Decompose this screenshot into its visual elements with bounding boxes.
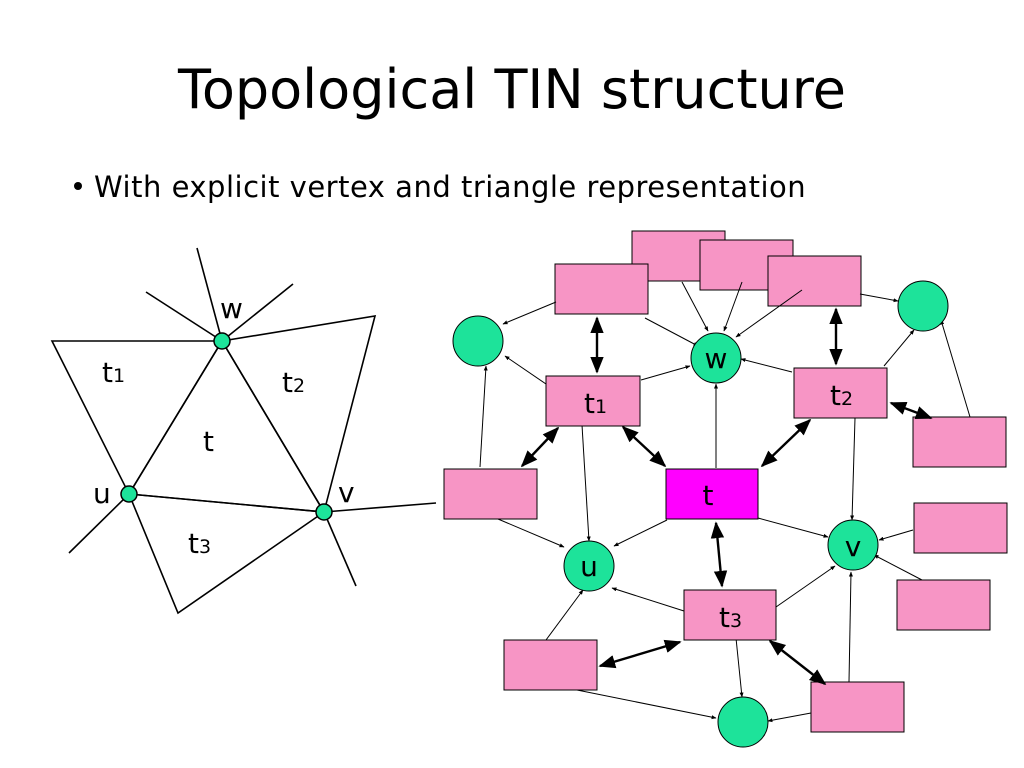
slide-title: Topological TIN structure (178, 58, 846, 121)
graph-node-v (827, 519, 879, 571)
neighbor-box (810, 681, 905, 733)
mesh-label-v: v (338, 476, 355, 509)
mesh-edge (221, 283, 294, 342)
pointer-edges (479, 281, 971, 723)
mesh-edge (323, 502, 437, 513)
bullet-item: With explicit vertex and triangle repres… (74, 170, 806, 204)
bullet-text: With explicit vertex and triangle repres… (94, 170, 807, 204)
graph-label-u: u (580, 550, 598, 583)
graph-node-u (563, 540, 615, 592)
mesh-label-t2: t2 (282, 366, 305, 399)
mesh-triangle-t1 (50, 340, 224, 496)
mesh-triangle-t (127, 339, 326, 513)
mesh-label-t1: t1 (102, 356, 125, 389)
neighbor-box (912, 416, 1007, 468)
graph-label-v: v (845, 530, 862, 563)
graph-node-t2 (793, 367, 888, 419)
graph-label-w: w (705, 342, 728, 375)
neighbor-box (503, 639, 598, 691)
neighbor-vertex (897, 280, 949, 332)
graph-node-t (665, 468, 759, 520)
graph-label-t1: t1 (584, 387, 607, 420)
graph-node-t3 (683, 589, 777, 641)
neighbor-box (554, 263, 649, 315)
mesh-vertex-w (213, 332, 231, 350)
graph-node-t1 (545, 375, 641, 427)
mesh-edge (68, 493, 130, 554)
neighbor-vertex (452, 315, 504, 367)
neighbor-box (896, 579, 991, 631)
mesh-vertex-v (315, 503, 333, 521)
neighbor-box (443, 468, 538, 520)
adjacency-edges (520, 307, 933, 686)
neighbor-box (913, 502, 1008, 554)
graph-label-t2: t2 (830, 379, 853, 412)
mesh-label-t: t (203, 425, 214, 458)
mesh-label-u: u (93, 477, 111, 510)
mesh-label-t3: t3 (188, 527, 211, 560)
mesh-vertex-u (120, 485, 138, 503)
bullet-dot (74, 182, 82, 190)
graph-node-w (690, 332, 742, 384)
tin-mesh (50, 247, 437, 615)
mesh-edge (145, 291, 223, 342)
neighbor-box (767, 255, 862, 307)
mesh-triangle-t3 (127, 493, 327, 615)
mesh-label-w: w (220, 292, 243, 325)
graph-label-t: t (703, 479, 714, 512)
mesh-edge (196, 247, 223, 342)
mesh-triangle-t2 (220, 315, 377, 515)
graph-label-t3: t3 (719, 601, 742, 634)
mesh-edge (323, 511, 357, 587)
neighbor-vertex (717, 696, 769, 748)
